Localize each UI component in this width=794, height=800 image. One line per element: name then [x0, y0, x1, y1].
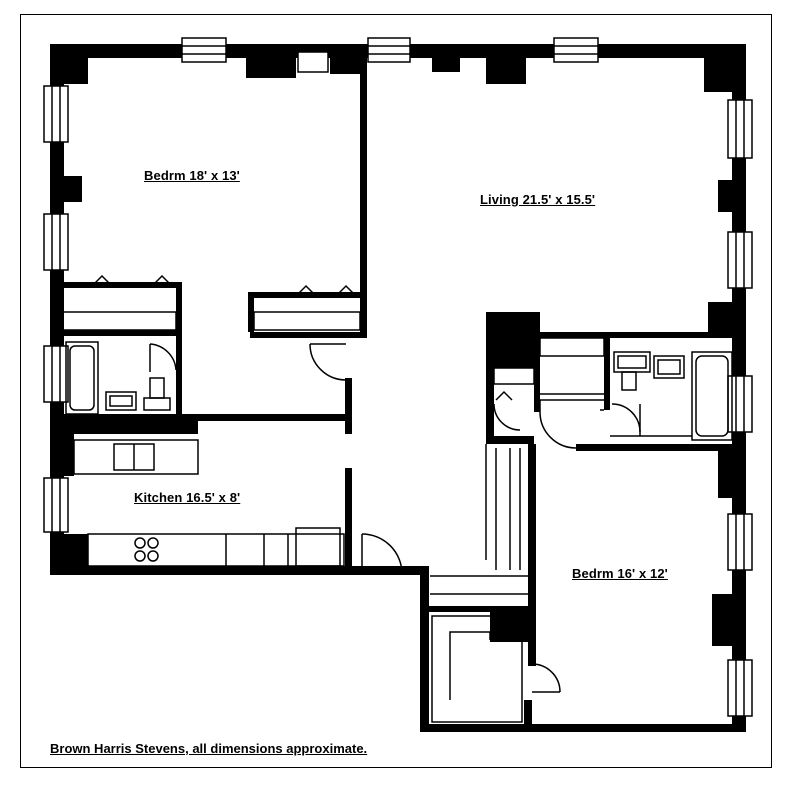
wall-bath2-top: [534, 332, 734, 338]
kitchen-island: [73, 439, 199, 475]
sink-2: [613, 351, 651, 373]
column-right-2: [708, 302, 746, 332]
wall-bedroom1-living: [360, 58, 367, 338]
closet-wall-2-side: [248, 292, 254, 332]
window-top-2: [367, 37, 411, 63]
door-swing-core: [493, 403, 521, 431]
wall-notch-left: [420, 566, 429, 732]
refrigerator: [295, 527, 341, 567]
window-right-2: [727, 231, 753, 289]
core-wall-right: [534, 332, 540, 412]
column-top-4: [486, 44, 526, 84]
column-right-1: [718, 180, 746, 212]
linen-shelf: [539, 337, 605, 357]
bifold-door-2: [151, 274, 173, 287]
window-left-2: [43, 213, 69, 271]
window-left-3: [43, 345, 69, 403]
window-top-3: [553, 37, 599, 63]
room-label-kitchen: Kitchen 16.5' x 8': [134, 490, 241, 505]
bifold-door-3: [295, 284, 317, 297]
room-label-living: Living 21.5' x 15.5': [480, 192, 596, 207]
wall-hall-lower: [486, 436, 534, 444]
window-top-1: [181, 37, 227, 63]
door-swing-hall: [309, 343, 347, 381]
core-wall-left: [486, 312, 494, 440]
column-top-1: [246, 44, 296, 78]
window-right-1: [727, 99, 753, 159]
window-right-5: [727, 659, 753, 717]
wall-bath-top: [62, 330, 182, 336]
column-right-4: [712, 594, 746, 646]
bifold-door-1: [91, 274, 113, 287]
walls: [50, 44, 746, 732]
column-closet: [490, 608, 530, 642]
column-right-3: [718, 450, 746, 498]
closet-wall-2: [248, 292, 366, 298]
wall-bottom-right: [420, 724, 746, 732]
window-left-4: [43, 477, 69, 533]
wall-bath2-left: [604, 332, 610, 410]
column-left-1: [64, 176, 82, 202]
room-label-bedroom-1: Bedrm 18' x 13': [144, 168, 240, 183]
door-swing-bath-1: [149, 343, 177, 371]
toilet-2: [621, 371, 637, 391]
wall-kitchen-right: [345, 468, 352, 574]
vanity-2: [653, 355, 685, 379]
closet-shelf-2: [253, 311, 361, 331]
wall-left: [50, 44, 64, 574]
window-right-4: [727, 513, 753, 571]
door-swing-entry: [361, 533, 403, 575]
wall-hall-top: [250, 332, 366, 338]
bathtub-2: [691, 351, 733, 441]
wall-bath-right: [176, 282, 182, 418]
column-top-3: [432, 44, 460, 72]
closet-shelf-1: [61, 311, 177, 331]
window-left-1: [43, 85, 69, 143]
kitchen-block-left: [62, 420, 74, 476]
closet-2: [431, 615, 523, 723]
bifold-door-4: [335, 284, 357, 297]
floorplan-frame: [20, 14, 772, 768]
corner-block-tr: [704, 44, 746, 92]
wall-bedroom2-top: [576, 444, 736, 451]
credit-note: Brown Harris Stevens, all dimensions app…: [50, 741, 368, 756]
vent-top: [297, 51, 329, 73]
wall-kitchen-top: [62, 414, 352, 421]
room-label-bedroom-2: Bedrm 16' x 12': [572, 566, 668, 581]
wall-hall-divider: [345, 378, 352, 434]
bathtub-1: [65, 341, 99, 415]
corner-block-bl: [50, 534, 88, 574]
wall-bedroom2-left: [528, 444, 536, 666]
burner: [134, 537, 146, 549]
fixtures: [43, 37, 753, 723]
corner-block-tl: [50, 44, 88, 84]
wall-bottom-left: [50, 566, 425, 575]
closet-wall-1: [62, 282, 182, 288]
toilet-1: [149, 377, 165, 399]
door-swing-bath-2: [611, 403, 641, 433]
core-block: [486, 312, 540, 368]
door-swing-closet-2: [531, 663, 561, 693]
kitchen-counter: [87, 533, 345, 567]
core-closet-shelf: [493, 367, 535, 385]
wall-closet-top: [424, 606, 530, 612]
sink-1: [105, 391, 137, 411]
kitchen-counter-top-shade: [62, 420, 198, 434]
wall-closet-door-jamb: [524, 700, 532, 732]
